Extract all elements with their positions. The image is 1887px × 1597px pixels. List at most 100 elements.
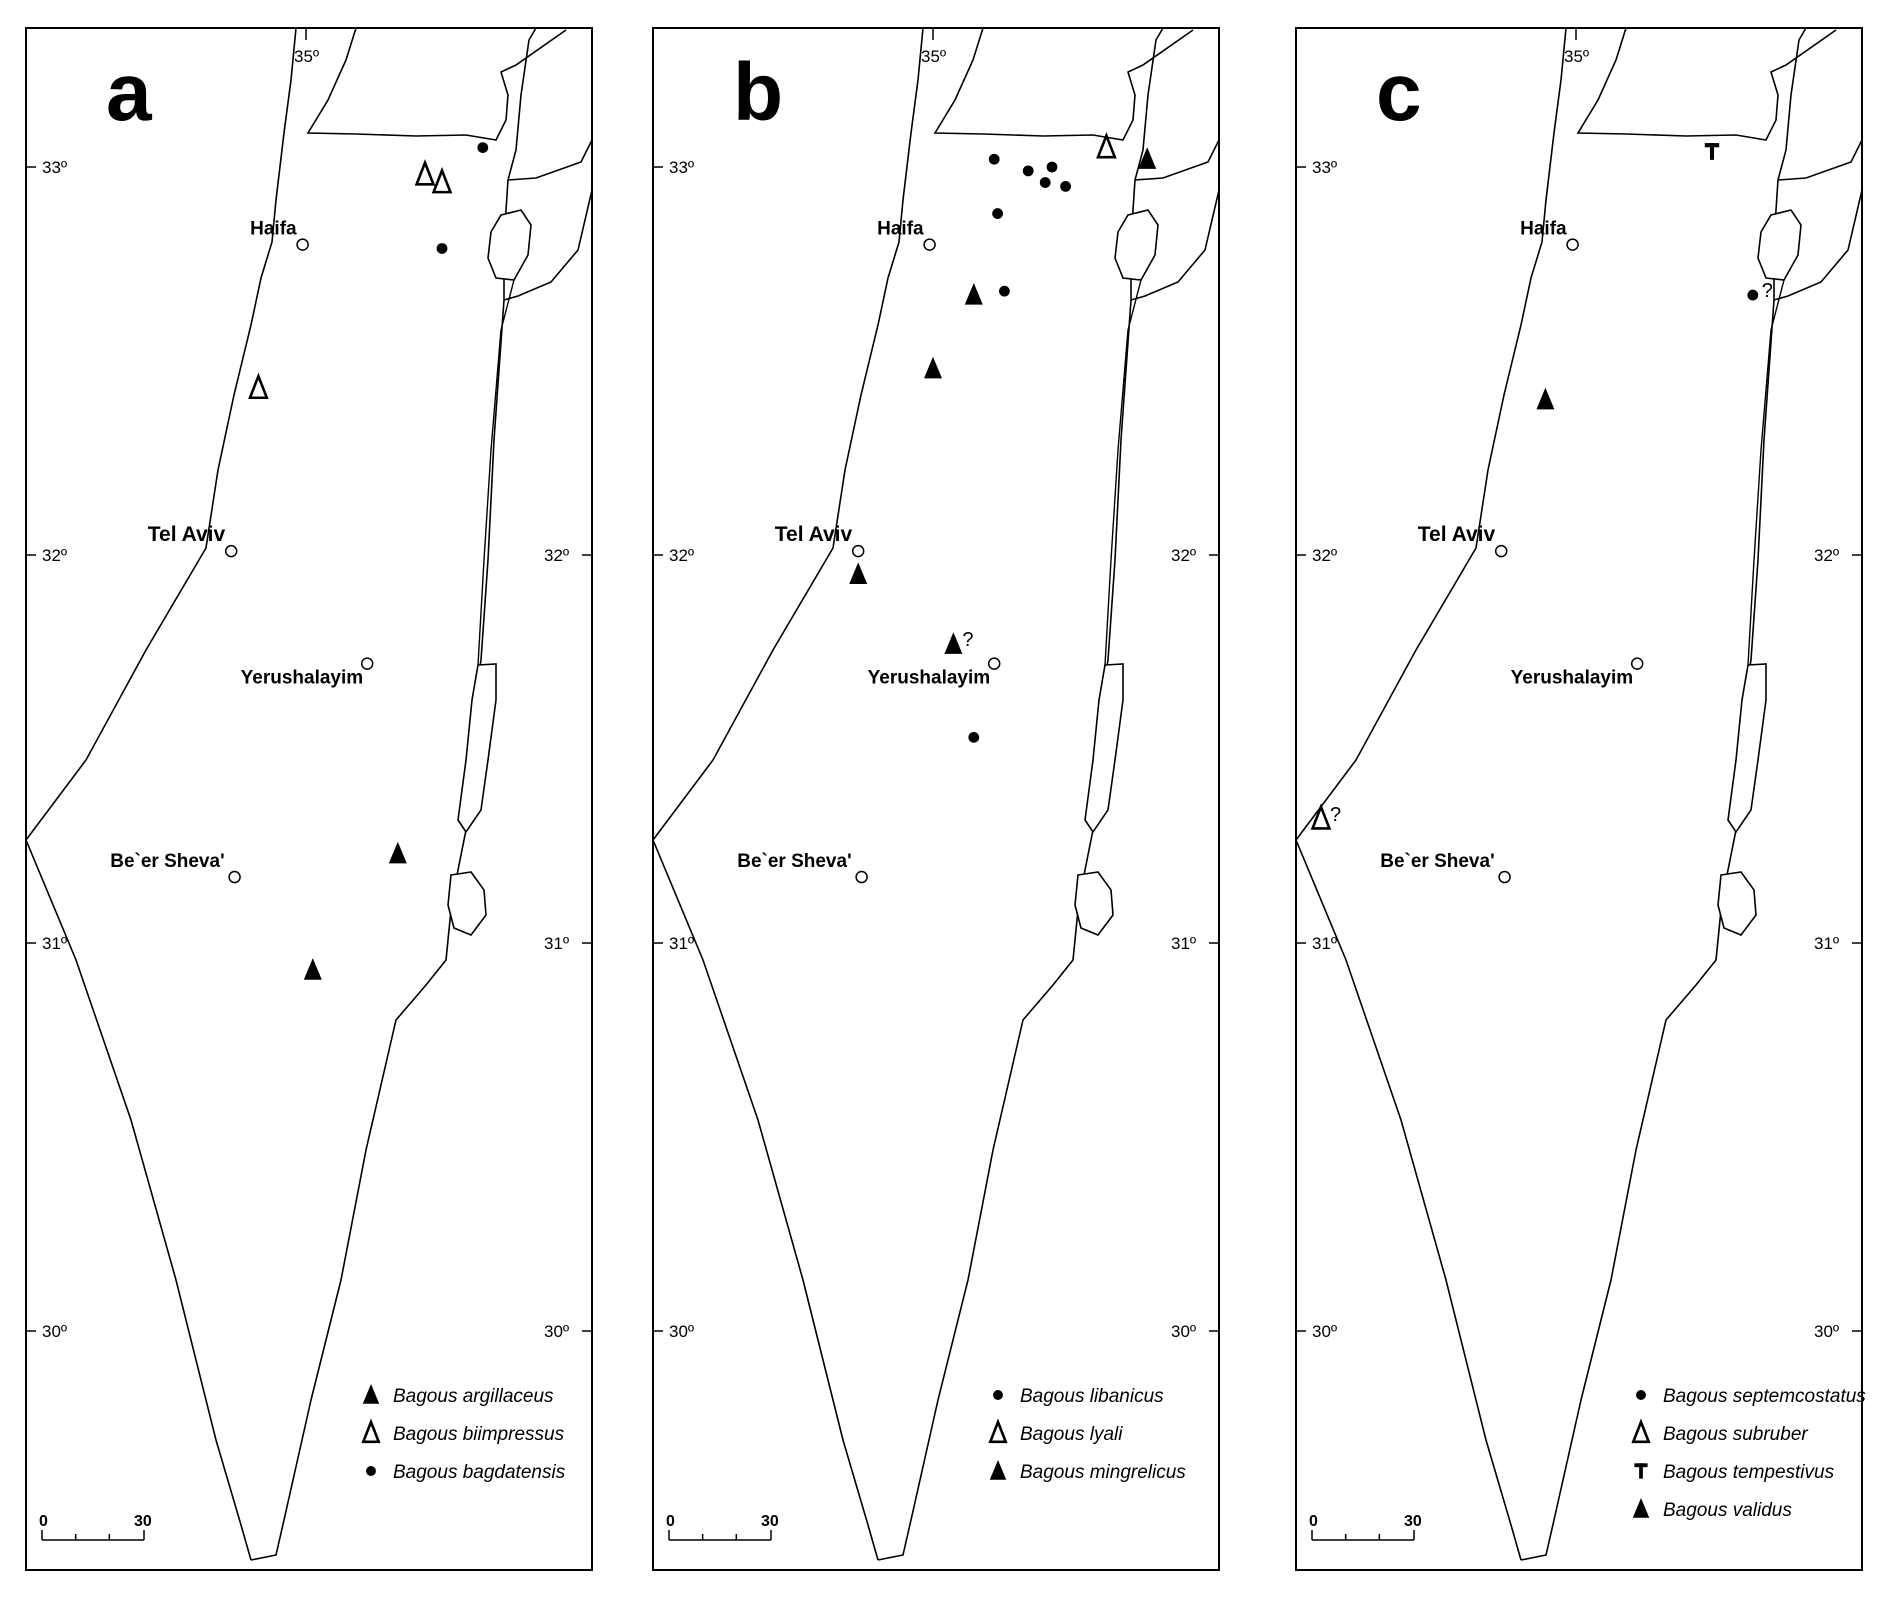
city-marker [228,870,241,884]
panel-frame [25,27,593,1571]
dot-marker [1039,177,1051,188]
border-line [25,839,252,1561]
border-line [306,27,567,141]
lat-label-right: 30º [1171,1322,1196,1341]
open-triangle-marker [361,1418,381,1444]
legend-label: Bagous lyali [1020,1424,1123,1445]
legend-label: Bagous septemcostatus [1663,1386,1866,1407]
scale-end-label: 30 [761,1513,779,1530]
panel-frame [1295,27,1863,1571]
lat-label-right: 31º [544,934,569,953]
lake-outline [457,663,497,834]
dot-marker [1747,289,1759,301]
open-triangle-marker [414,159,436,186]
dot-marker [993,1390,1003,1400]
filled-triangle-marker [944,632,963,654]
lat-label-left: 32º [1312,546,1337,565]
legend-label: Bagous libanicus [1020,1386,1164,1407]
city-marker [851,544,865,558]
city-label: Yerushalayim [241,668,364,689]
city-label: Be`er Sheva' [1380,851,1494,872]
filled-triangle-marker [1536,387,1555,410]
border-line [933,27,1194,141]
city-label: Yerushalayim [868,668,991,689]
lat-label-right: 31º [1814,934,1839,953]
filled-triangle-marker [964,283,983,305]
dot-marker [1046,161,1058,173]
river-line [477,279,515,666]
city-label: Haifa [250,219,297,240]
filled-triangle-marker [303,958,322,980]
open-triangle-marker [431,166,453,194]
lat-label-left: 33º [42,158,67,177]
filled-triangle-marker [1632,1498,1650,1518]
scale-end-label: 30 [1404,1513,1422,1530]
city-label: Be`er Sheva' [737,851,851,872]
city-label: Yerushalayim [1511,668,1634,689]
legend-label: Bagous bagdatensis [393,1462,566,1483]
dot-marker [1060,181,1071,192]
lake-outline [447,871,487,936]
scale-start-label: 0 [39,1513,48,1530]
city-marker [1498,870,1511,884]
lat-label-left: 30º [669,1322,694,1341]
border-line [1295,839,1522,1561]
legend-label: Bagous biimpressus [393,1424,565,1445]
dot-marker [436,243,448,254]
border-line [1130,139,1220,301]
dot-marker [999,285,1010,297]
open-triangle-marker [248,372,269,400]
lake-outline [1717,871,1757,936]
lat-label-left: 30º [1312,1322,1337,1341]
panel-letter: a [106,47,153,138]
lat-label-right: 32º [1814,546,1839,565]
lat-label-left: 33º [1312,158,1337,177]
city-marker [1566,238,1579,251]
border-line [1773,139,1863,301]
lon-label: 35º [294,47,319,66]
uncertain-mark: ? [1330,804,1341,826]
lat-label-left: 32º [669,546,694,565]
open-triangle-marker [1631,1418,1651,1444]
lat-label-right: 32º [1171,546,1196,565]
border-line [652,839,879,1561]
dot-marker [477,142,489,154]
border-line [652,27,924,841]
city-marker [987,657,1001,670]
river-line [1104,279,1142,666]
legend-label: Bagous subruber [1663,1424,1808,1445]
dot-marker [1636,1390,1646,1400]
city-label: Haifa [877,219,924,240]
scale-bar: 0 30 [39,1513,152,1541]
border-line [1295,27,1567,841]
lat-label-right: 30º [1814,1322,1839,1341]
scale-end-label: 30 [134,1513,152,1530]
lat-label-right: 32º [544,546,569,565]
city-marker [1630,657,1644,670]
filled-triangle-marker [388,841,407,864]
lake-outline [1074,871,1114,936]
city-label: Tel Aviv [775,523,853,546]
border-line [1576,27,1837,141]
city-label: Tel Aviv [1418,523,1496,546]
legend-label: Bagous tempestivus [1663,1462,1835,1483]
scale-start-label: 0 [1309,1513,1318,1530]
lat-label-left: 32º [42,546,67,565]
dot-marker [366,1466,376,1476]
city-label: Tel Aviv [148,523,226,546]
uncertain-mark: ? [962,629,973,651]
city-marker [855,870,868,884]
lat-label-left: 30º [42,1322,67,1341]
dot-marker [1022,165,1034,177]
panel-letter: c [1376,47,1422,138]
lat-label-left: 33º [669,158,694,177]
legend-label: Bagous argillaceus [393,1386,554,1407]
open-triangle-marker [1096,132,1117,159]
lat-label-left: 31º [1312,934,1337,953]
dot-marker [988,153,1000,165]
city-marker [296,238,309,251]
filled-triangle-marker [849,562,868,584]
